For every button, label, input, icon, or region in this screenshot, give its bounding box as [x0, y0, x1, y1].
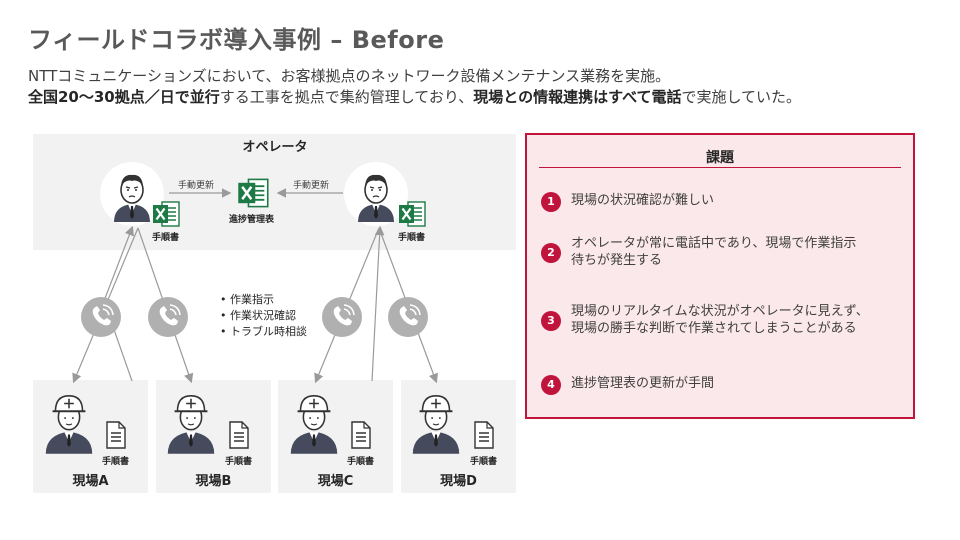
document-icon	[474, 421, 494, 449]
procedure-label: 手順書	[225, 457, 253, 467]
issue-text: 現場のリアルタイムな状況がオペレータに見えず、	[571, 304, 869, 319]
intro-text: NTTコミュニケーションズにおいて、お客様拠点のネットワーク設備メンテナンス業務…	[28, 66, 801, 108]
site-box-b	[156, 380, 271, 493]
document-icon	[229, 421, 249, 449]
excel-icon	[151, 200, 181, 228]
excel-icon	[237, 178, 269, 208]
procedure-label: 手順書	[152, 233, 180, 243]
phone-icon	[148, 297, 188, 337]
issue-text: 待ちが発生する	[571, 253, 663, 268]
site-box-d	[401, 380, 516, 493]
procedure-label: 手順書	[470, 457, 498, 467]
issues-panel: 課題 1 現場の状況確認が難しい 2 オペレータが常に電話中であり、現場で作業指…	[525, 133, 915, 419]
phone-icon	[81, 297, 121, 337]
issue-number-badge: 3	[541, 311, 561, 331]
procedure-label: 手順書	[347, 457, 375, 467]
site-box-c	[278, 380, 393, 493]
issue-text: オペレータが常に電話中であり、現場で作業指示	[571, 236, 857, 251]
document-icon	[351, 421, 371, 449]
manual-update-label-right: 手動更新	[293, 181, 330, 191]
progress-sheet-label: 進捗管理表	[229, 215, 275, 225]
site-name-c: 現場C	[317, 474, 354, 489]
call-topic: トラブル時相談	[220, 324, 307, 340]
issues-divider	[539, 167, 901, 168]
procedure-label: 手順書	[398, 233, 426, 243]
site-name-a: 現場A	[72, 474, 109, 489]
site-name-d: 現場D	[440, 474, 477, 489]
issue-text: 現場の勝手な判断で作業されてしまうことがある	[571, 321, 857, 336]
helmet-worker-icon	[411, 394, 461, 454]
site-box-a	[33, 380, 148, 493]
intro-line-2: 全国20～30拠点／日で並行する工事を拠点で集約管理しており、現場との情報連携は…	[28, 88, 802, 106]
procedure-label: 手順書	[102, 457, 130, 467]
manual-update-label-left: 手動更新	[178, 181, 215, 191]
site-name-b: 現場B	[195, 474, 232, 489]
helmet-worker-icon	[44, 394, 94, 454]
call-topics-list: 作業指示 作業状況確認 トラブル時相談	[220, 292, 307, 340]
page-title: フィールドコラボ導入事例 – Before	[28, 26, 445, 54]
issue-text: 進捗管理表の更新が手間	[571, 376, 715, 391]
call-arrow-up-right	[371, 225, 385, 382]
call-topic: 作業状況確認	[220, 308, 307, 324]
issue-number-badge: 1	[541, 192, 561, 212]
excel-icon	[397, 200, 427, 228]
issue-text: 現場の状況確認が難しい	[571, 193, 715, 208]
operator-person-icon	[344, 162, 408, 226]
call-arrow-a-up	[103, 225, 134, 302]
operator-label: オペレータ	[242, 140, 308, 155]
issues-title: 課題	[706, 150, 734, 166]
helmet-worker-icon	[289, 394, 339, 454]
helmet-worker-icon	[166, 394, 216, 454]
issue-number-badge: 2	[541, 243, 561, 263]
document-icon	[106, 421, 126, 449]
intro-line-1: NTTコミュニケーションズにおいて、お客様拠点のネットワーク設備メンテナンス業務…	[28, 67, 671, 85]
phone-icon	[322, 297, 362, 337]
issue-number-badge: 4	[541, 375, 561, 395]
call-topic: 作業指示	[220, 292, 307, 308]
phone-icon	[388, 297, 428, 337]
